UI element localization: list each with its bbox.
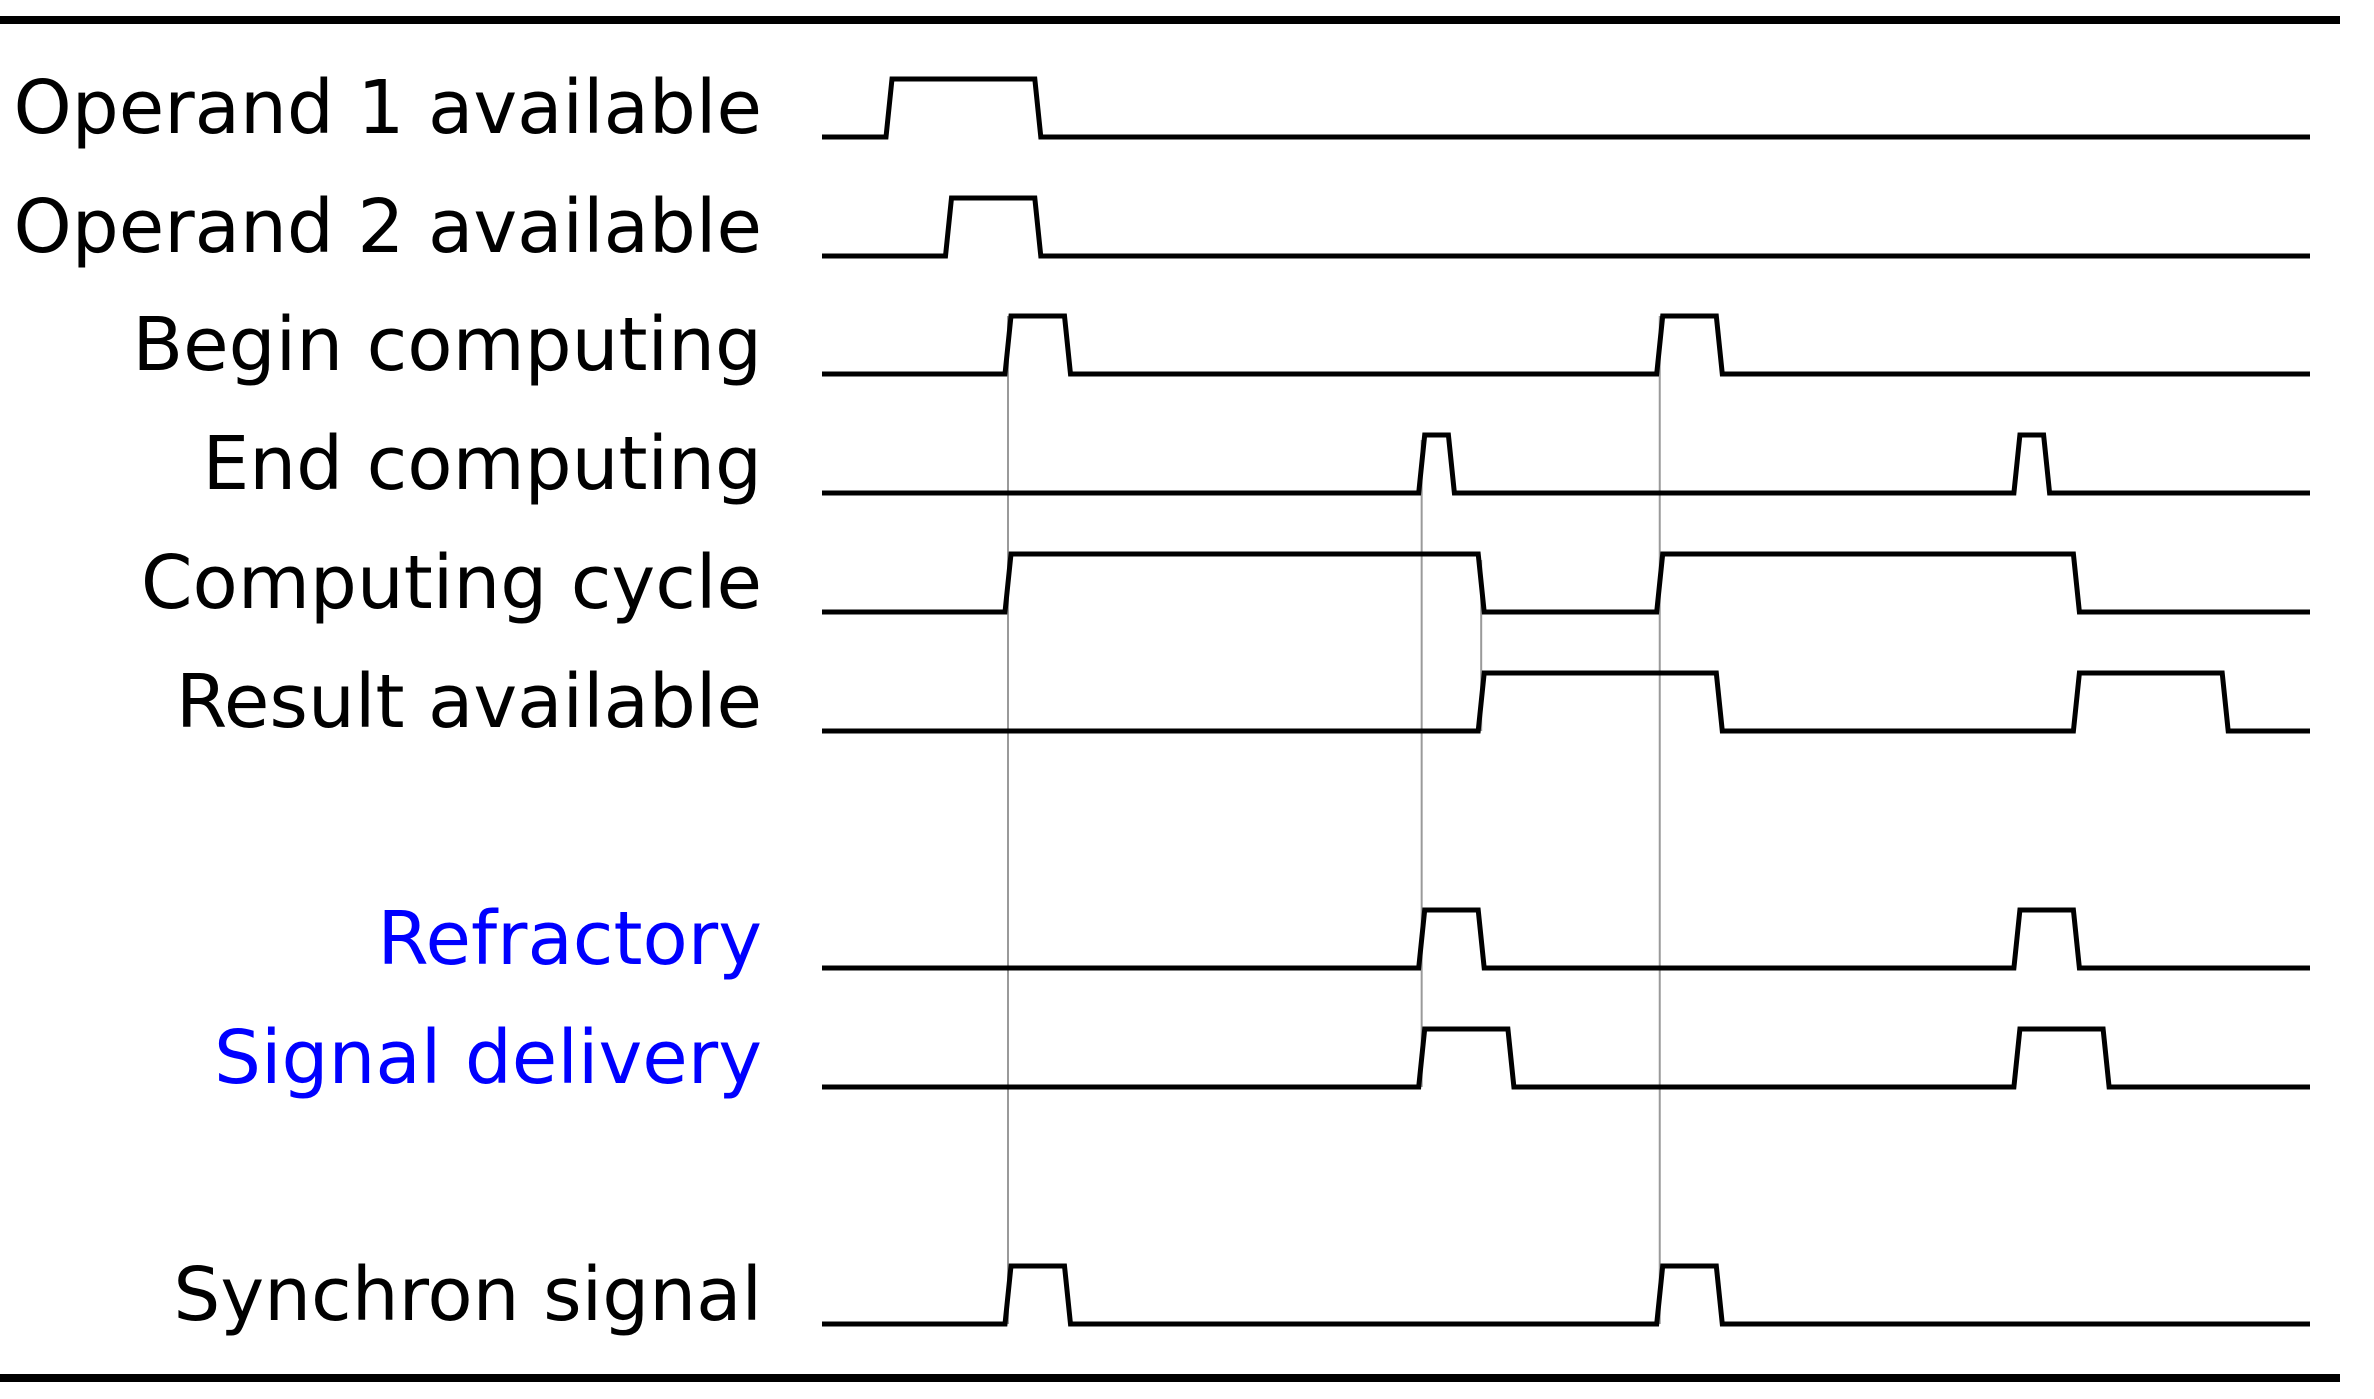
- signal-label-refractory: Refractory: [377, 896, 762, 982]
- signal-label-operand-1-available: Operand 1 available: [13, 65, 762, 151]
- waveform-signal-delivery: [822, 1026, 2310, 1090]
- waveform-computing-cycle: [822, 551, 2310, 615]
- waveform-end-computing: [822, 432, 2310, 496]
- signal-label-begin-computing: Begin computing: [132, 302, 762, 388]
- signal-label-signal-delivery: Signal delivery: [214, 1015, 762, 1101]
- signal-label-computing-cycle: Computing cycle: [141, 540, 762, 626]
- signal-label-result-available: Result available: [176, 659, 762, 745]
- waveform-operand-1-available: [822, 76, 2310, 140]
- guide-lines: [1007, 316, 1661, 1324]
- waveform-refractory: [822, 907, 2310, 971]
- waveform-operand-2-available: [822, 195, 2310, 259]
- signal-label-synchron-signal: Synchron signal: [173, 1252, 762, 1338]
- waveform-result-available: [822, 670, 2310, 734]
- signal-label-end-computing: End computing: [202, 421, 762, 507]
- waveform-synchron-signal: [822, 1263, 2310, 1327]
- signal-label-operand-2-available: Operand 2 available: [13, 184, 762, 270]
- waveform-begin-computing: [822, 313, 2310, 377]
